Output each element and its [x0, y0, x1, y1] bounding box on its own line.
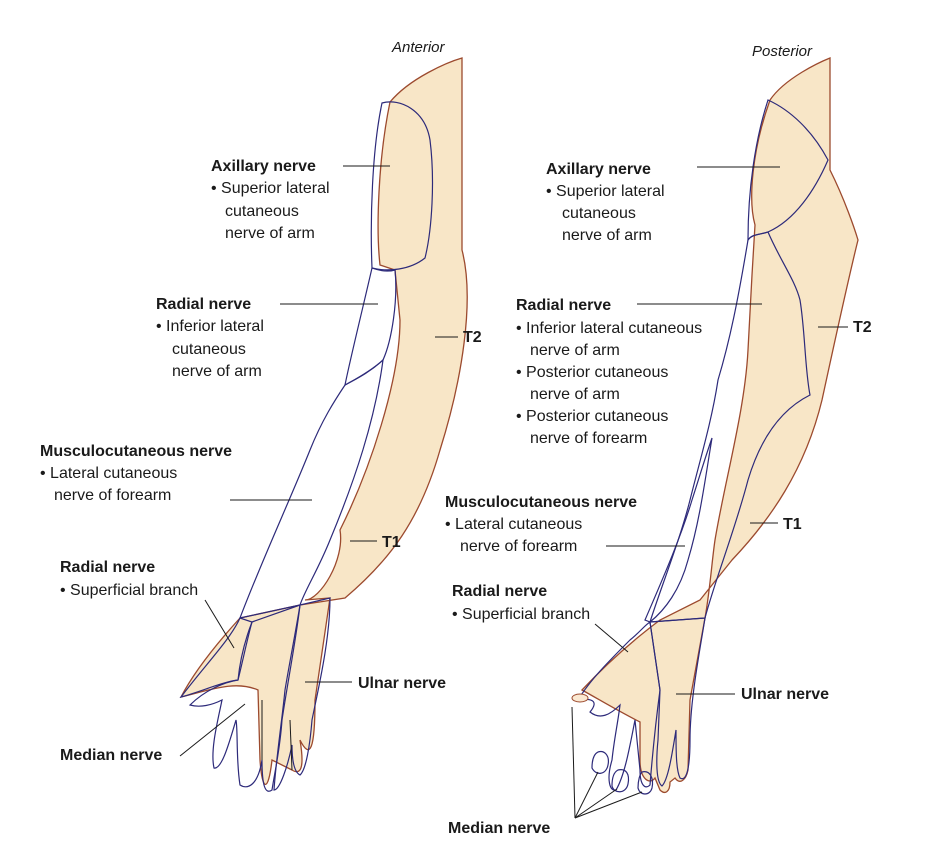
- anterior-median-region: [188, 604, 301, 792]
- anterior-musculocutaneous-line-1: • Lateral cutaneous: [40, 465, 177, 482]
- posterior-median-leader-3: [574, 788, 618, 819]
- posterior-thumb-nail: [571, 693, 589, 703]
- posterior-axillary-line-1: • Superior lateral: [546, 183, 665, 200]
- anterior-ulnar-region: [273, 597, 331, 791]
- anterior-median-label: Median nerve: [60, 747, 162, 764]
- anterior-radial-superficial-region: [179, 617, 253, 699]
- posterior-radial-superficial-leader: [594, 623, 629, 653]
- posterior-radial-line-3: • Posterior cutaneous: [516, 364, 668, 381]
- posterior-median-leader-1: [571, 706, 576, 819]
- posterior-median-label: Median nerve: [448, 820, 550, 837]
- posterior-median-leader-2: [574, 771, 599, 819]
- posterior-view-title: Posterior: [752, 43, 813, 60]
- anterior-musculocutaneous-name: Musculocutaneous nerve: [40, 443, 232, 460]
- anterior-axillary-line-3: nerve of arm: [225, 225, 315, 242]
- anterior-radial-name: Radial nerve: [156, 296, 251, 313]
- posterior-radial-line-6: nerve of forearm: [530, 430, 647, 447]
- posterior-median-fingertip-3: [637, 771, 654, 795]
- anterior-median-leader: [179, 703, 246, 757]
- posterior-median-leader-4: [574, 791, 643, 819]
- posterior-t1-label: T1: [783, 516, 802, 533]
- anterior-view-title: Anterior: [391, 39, 446, 56]
- anterior-arm: [179, 57, 468, 792]
- anterior-t2-label: T2: [463, 329, 482, 346]
- anterior-labels: Anterior Axillary nerve • Superior later…: [40, 39, 482, 764]
- anterior-radial-superficial-name: Radial nerve: [60, 559, 155, 576]
- posterior-t2-label: T2: [853, 319, 872, 336]
- posterior-arm: [571, 57, 859, 795]
- anterior-radial-line-1: • Inferior lateral: [156, 318, 264, 335]
- anterior-musculocutaneous-line-2: nerve of forearm: [54, 487, 171, 504]
- anterior-radial-line-3: nerve of arm: [172, 363, 262, 380]
- posterior-musculocutaneous-region: [644, 437, 713, 623]
- posterior-radial-superficial-name: Radial nerve: [452, 583, 547, 600]
- anterior-radial-superficial-leader: [204, 599, 235, 649]
- posterior-radial-superficial-region: [576, 621, 661, 791]
- anterior-axillary-name: Axillary nerve: [211, 158, 316, 175]
- anterior-radial-line-2: cutaneous: [172, 341, 246, 358]
- posterior-labels: Posterior Axillary nerve • Superior late…: [445, 43, 872, 837]
- anterior-musculocutaneous-region: [239, 358, 384, 619]
- posterior-median-fingertip-1: [591, 750, 609, 774]
- posterior-arm-skin: [580, 57, 859, 793]
- posterior-radial-line-1: • Inferior lateral cutaneous: [516, 320, 702, 337]
- posterior-radial-name: Radial nerve: [516, 297, 611, 314]
- anterior-axillary-line-2: cutaneous: [225, 203, 299, 220]
- posterior-radial-line-4: nerve of arm: [530, 386, 620, 403]
- posterior-musculocutaneous-line-1: • Lateral cutaneous: [445, 516, 582, 533]
- posterior-axillary-line-2: cutaneous: [562, 205, 636, 222]
- posterior-musculocutaneous-name: Musculocutaneous nerve: [445, 494, 637, 511]
- posterior-ulnar-label: Ulnar nerve: [741, 686, 829, 703]
- anterior-axillary-line-1: • Superior lateral: [211, 180, 330, 197]
- posterior-ulnar-region: [649, 617, 706, 787]
- posterior-axillary-name: Axillary nerve: [546, 161, 651, 178]
- posterior-radial-region: [649, 231, 811, 623]
- posterior-radial-superficial-line-1: • Superficial branch: [452, 606, 590, 623]
- anterior-t1-label: T1: [382, 534, 401, 551]
- anterior-axillary-region: [370, 101, 434, 271]
- anterior-ulnar-label: Ulnar nerve: [358, 675, 446, 692]
- anterior-radial-superficial-line-1: • Superficial branch: [60, 582, 198, 599]
- posterior-radial-line-5: • Posterior cutaneous: [516, 408, 668, 425]
- posterior-median-fingertip-2: [611, 769, 630, 793]
- posterior-radial-line-2: nerve of arm: [530, 342, 620, 359]
- anterior-radial-region: [344, 267, 397, 387]
- posterior-axillary-line-3: nerve of arm: [562, 227, 652, 244]
- posterior-musculocutaneous-line-2: nerve of forearm: [460, 538, 577, 555]
